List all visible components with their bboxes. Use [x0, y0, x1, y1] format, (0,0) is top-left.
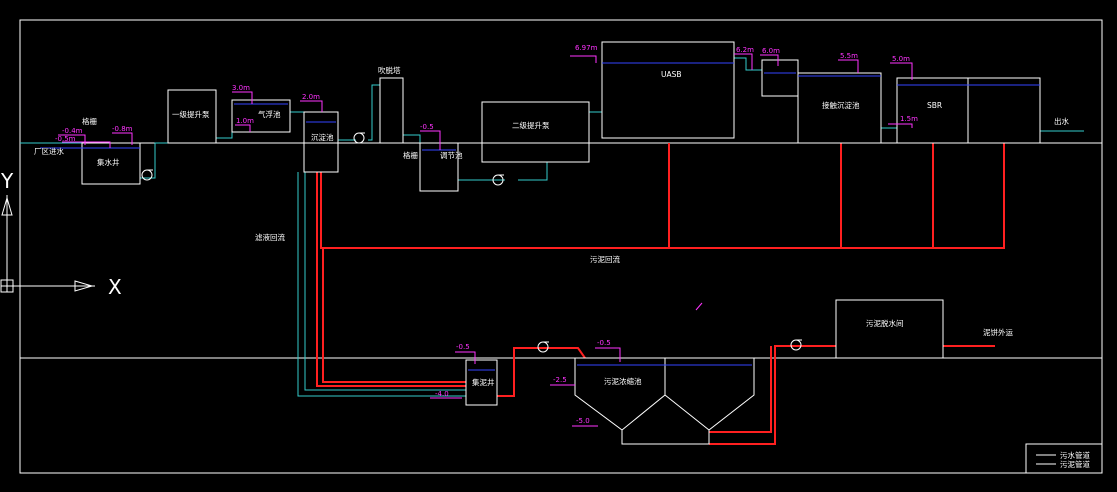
sedimentation-label: 沉淀池: [311, 132, 334, 142]
level-label: -0.8m: [112, 125, 133, 133]
sludge-dewatering-room: [835, 299, 944, 359]
level-label: -0.4m: [62, 127, 83, 135]
legend-sewage: 污水管道: [1060, 450, 1090, 460]
sludge-thickener-label: 污泥浓缩池: [604, 376, 642, 386]
stripping-tower: [379, 77, 404, 144]
level-label: -5.0: [576, 417, 590, 425]
equalization-tank: [419, 142, 459, 192]
inlet-well-label: 集水井: [97, 157, 120, 167]
screen-label: 格栅: [403, 150, 418, 160]
contact-oxidation-tank: [797, 72, 882, 144]
sbr-tank-2: [967, 77, 1041, 144]
air-flotation-label: 气浮池: [258, 109, 281, 119]
y-axis-label: Y: [0, 169, 14, 193]
pump-icon: [141, 169, 153, 181]
filtrate-return-label: 滤液回流: [255, 232, 285, 242]
stripping-tower-label: 吹脱塔: [378, 65, 401, 75]
level-label: -0.5: [420, 123, 434, 131]
air-flotation-tank: [231, 99, 291, 133]
second-lift-pump-label: 二级提升泵: [512, 120, 550, 130]
level-label: 2.0m: [302, 93, 320, 101]
screen-label: 格栅: [82, 116, 97, 126]
plant-inflow-label: 厂区进水: [34, 146, 64, 156]
second-lift-pump-house: [481, 101, 590, 163]
sbr-label: SBR: [927, 101, 942, 110]
sludge-thickener-outline: [574, 358, 755, 445]
pump-icons: [141, 132, 802, 353]
effluent-label: 出水: [1054, 116, 1070, 126]
contact-oxidation-label: 接触沉淀池: [822, 100, 860, 110]
sludge-dewatering-label: 污泥脱水间: [866, 318, 904, 328]
level-label: -0.5: [456, 343, 470, 351]
sludge-thickener-hopper: [664, 394, 710, 431]
sludge-return-label: 污泥回流: [590, 254, 620, 264]
drawing-frame: [19, 19, 1103, 474]
ucs-axis-icon: Y X: [0, 169, 122, 299]
first-lift-pump-label: 一级提升泵: [172, 109, 210, 119]
level-label: 3.0m: [232, 84, 250, 92]
sludge-thickener-divider: [621, 358, 666, 431]
equalization-label: 调节池: [440, 150, 463, 160]
elevation-markers: [58, 53, 913, 427]
pump-icon: [537, 341, 549, 353]
legend-sludge: 污泥管道: [1060, 459, 1090, 469]
pump-icon: [492, 174, 504, 186]
sewage-pipes: [20, 57, 1084, 397]
inlet-well: [81, 142, 141, 185]
sludge-well: [465, 359, 498, 406]
level-label: -2.5: [553, 376, 567, 384]
pump-icon: [790, 339, 802, 351]
level-label: 5.5m: [840, 52, 858, 60]
process-units: [81, 41, 1041, 445]
level-label: 1.0m: [236, 117, 254, 125]
level-label: 6.97m: [575, 44, 598, 52]
pump-icon: [353, 132, 365, 144]
level-label: 6.0m: [762, 47, 780, 55]
level-label: 1.5m: [900, 115, 918, 123]
water-levels: [40, 62, 1040, 371]
level-label: -4.0: [435, 390, 449, 398]
level-label: -0.5: [597, 339, 611, 347]
uasb-outlet-box: [761, 59, 799, 97]
level-label: 5.0m: [892, 55, 910, 63]
sludge-pipes: [316, 143, 1005, 445]
legend: 污水管道 污泥管道: [1025, 443, 1103, 474]
uasb-reactor: [601, 41, 735, 139]
level-label: 6.2m: [736, 46, 754, 54]
sedimentation-tank: [303, 111, 339, 173]
uasb-label: UASB: [661, 70, 682, 79]
level-label: -0.5m: [55, 135, 76, 143]
first-lift-pump-house: [167, 89, 217, 144]
sbr-tank-1: [896, 77, 969, 144]
cake-out-label: 泥饼外运: [983, 327, 1013, 337]
x-axis-label: X: [108, 275, 122, 299]
sludge-well-label: 集泥井: [472, 377, 495, 387]
